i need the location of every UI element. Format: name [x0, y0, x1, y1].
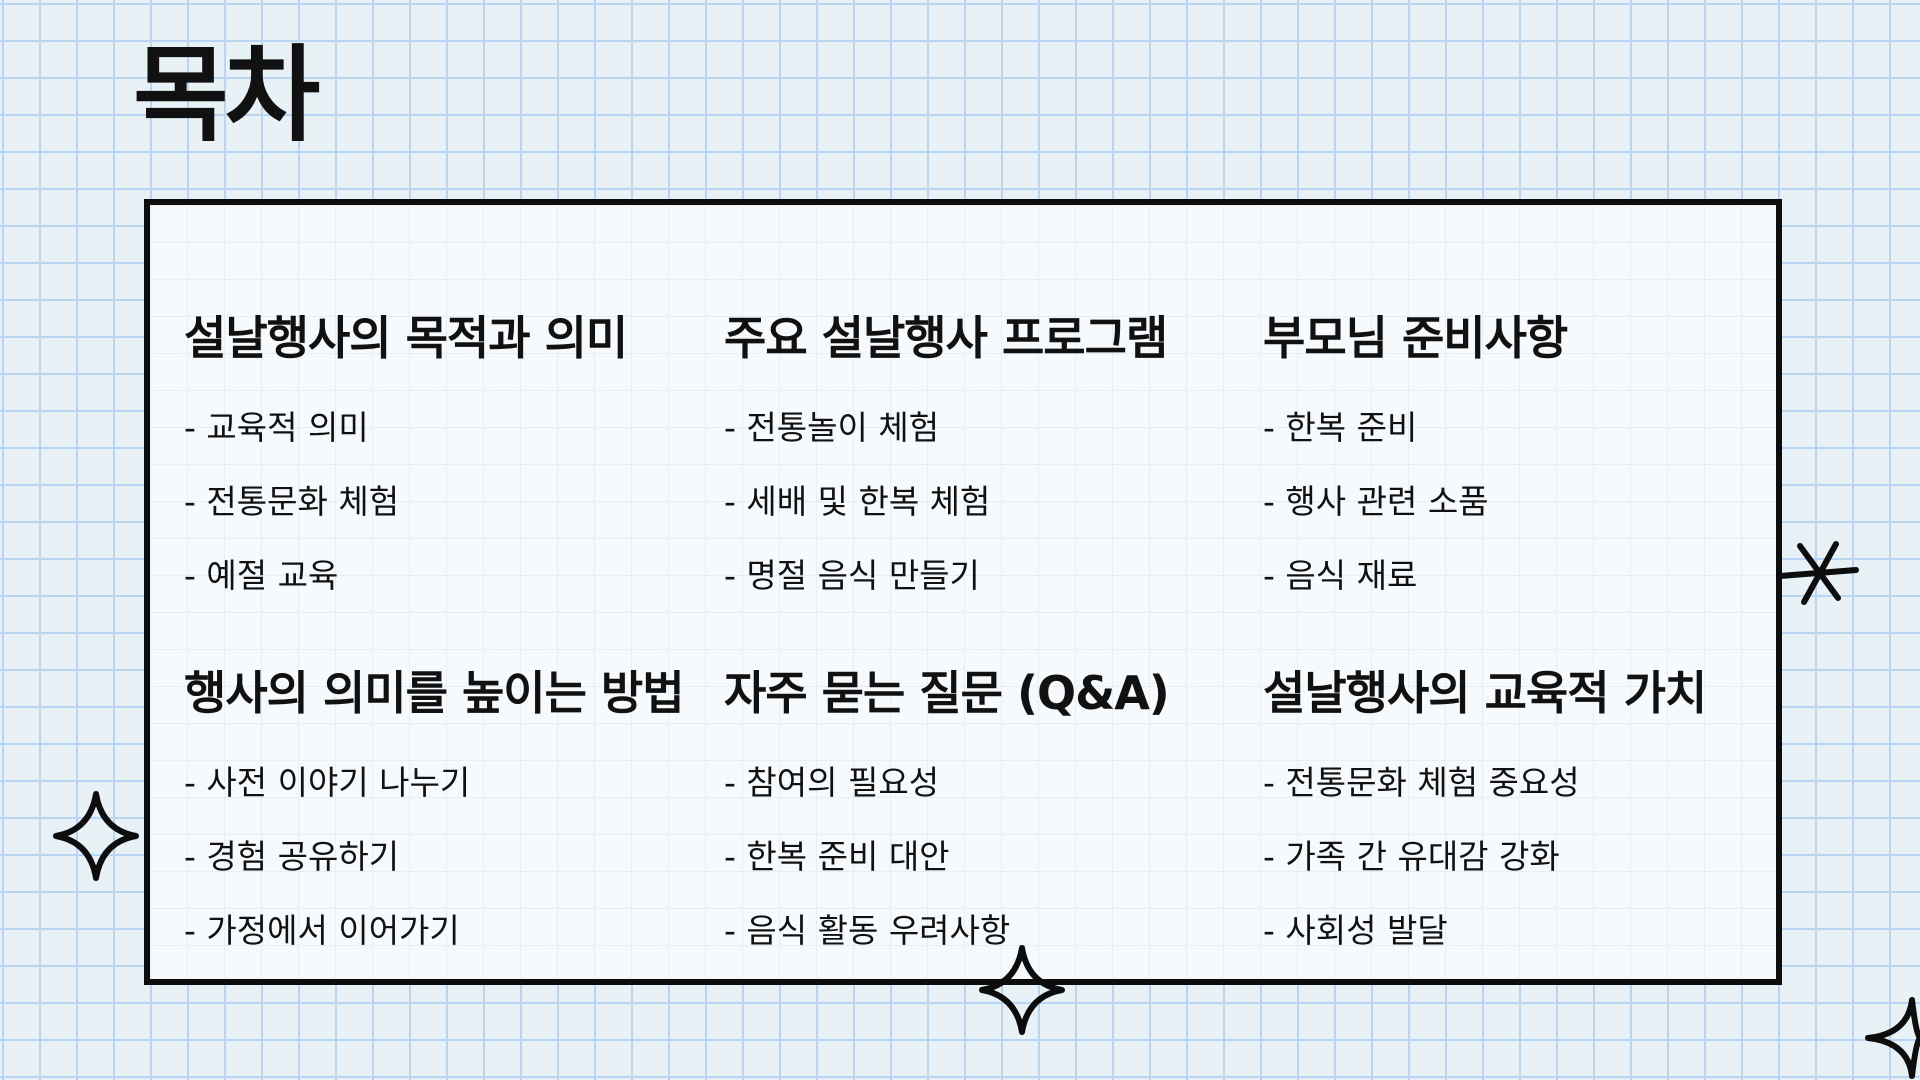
- list-item: 사전 이야기 나누기: [184, 763, 704, 803]
- list-item: 음식 활동 우려사항: [724, 911, 1244, 951]
- list-item: 명절 음식 만들기: [724, 556, 1244, 596]
- sparkle-icon: [1865, 997, 1920, 1079]
- section-parent-prep: 부모님 준비사항 한복 준비 행사 관련 소품 음식 재료: [1263, 311, 1783, 630]
- section-heading: 행사의 의미를 높이는 방법: [184, 666, 685, 720]
- section-heading: 설날행사의 목적과 의미: [184, 311, 628, 365]
- asterisk-icon: [1777, 541, 1859, 605]
- section-enhance: 행사의 의미를 높이는 방법 사전 이야기 나누기 경험 공유하기 가정에서 이…: [184, 666, 704, 985]
- section-edu-value: 설날행사의 교육적 가치 전통문화 체험 중요성 가족 간 유대감 강화 사회성…: [1263, 666, 1783, 985]
- list-item: 교육적 의미: [184, 408, 704, 448]
- list-item: 전통문화 체험 중요성: [1263, 763, 1783, 803]
- section-list: 교육적 의미 전통문화 체험 예절 교육: [184, 408, 704, 596]
- list-item: 행사 관련 소품: [1263, 482, 1783, 522]
- contents-card: 설날행사의 목적과 의미 교육적 의미 전통문화 체험 예절 교육 주요 설날행…: [144, 199, 1782, 985]
- sparkle-icon: [53, 791, 139, 881]
- list-item: 한복 준비 대안: [724, 837, 1244, 877]
- list-item: 전통놀이 체험: [724, 408, 1244, 448]
- list-item: 경험 공유하기: [184, 837, 704, 877]
- section-list: 참여의 필요성 한복 준비 대안 음식 활동 우려사항: [724, 763, 1244, 951]
- list-item: 세배 및 한복 체험: [724, 482, 1244, 522]
- list-item: 예절 교육: [184, 556, 704, 596]
- section-heading: 설날행사의 교육적 가치: [1263, 666, 1707, 720]
- list-item: 음식 재료: [1263, 556, 1783, 596]
- section-programs: 주요 설날행사 프로그램 전통놀이 체험 세배 및 한복 체험 명절 음식 만들…: [724, 311, 1244, 630]
- page-title: 목차: [133, 34, 320, 156]
- section-heading: 주요 설날행사 프로그램: [724, 311, 1168, 365]
- section-list: 전통문화 체험 중요성 가족 간 유대감 강화 사회성 발달: [1263, 763, 1783, 951]
- list-item: 가정에서 이어가기: [184, 911, 704, 951]
- section-faq: 자주 묻는 질문 (Q&A) 참여의 필요성 한복 준비 대안 음식 활동 우려…: [724, 666, 1244, 985]
- sparkle-icon: [979, 945, 1065, 1035]
- list-item: 전통문화 체험: [184, 482, 704, 522]
- list-item: 한복 준비: [1263, 408, 1783, 448]
- section-heading: 자주 묻는 질문 (Q&A): [724, 666, 1170, 720]
- section-list: 사전 이야기 나누기 경험 공유하기 가정에서 이어가기: [184, 763, 704, 951]
- list-item: 가족 간 유대감 강화: [1263, 837, 1783, 877]
- list-item: 사회성 발달: [1263, 911, 1783, 951]
- section-heading: 부모님 준비사항: [1263, 311, 1568, 365]
- section-list: 한복 준비 행사 관련 소품 음식 재료: [1263, 408, 1783, 596]
- section-purpose: 설날행사의 목적과 의미 교육적 의미 전통문화 체험 예절 교육: [184, 311, 704, 630]
- section-list: 전통놀이 체험 세배 및 한복 체험 명절 음식 만들기: [724, 408, 1244, 596]
- list-item: 참여의 필요성: [724, 763, 1244, 803]
